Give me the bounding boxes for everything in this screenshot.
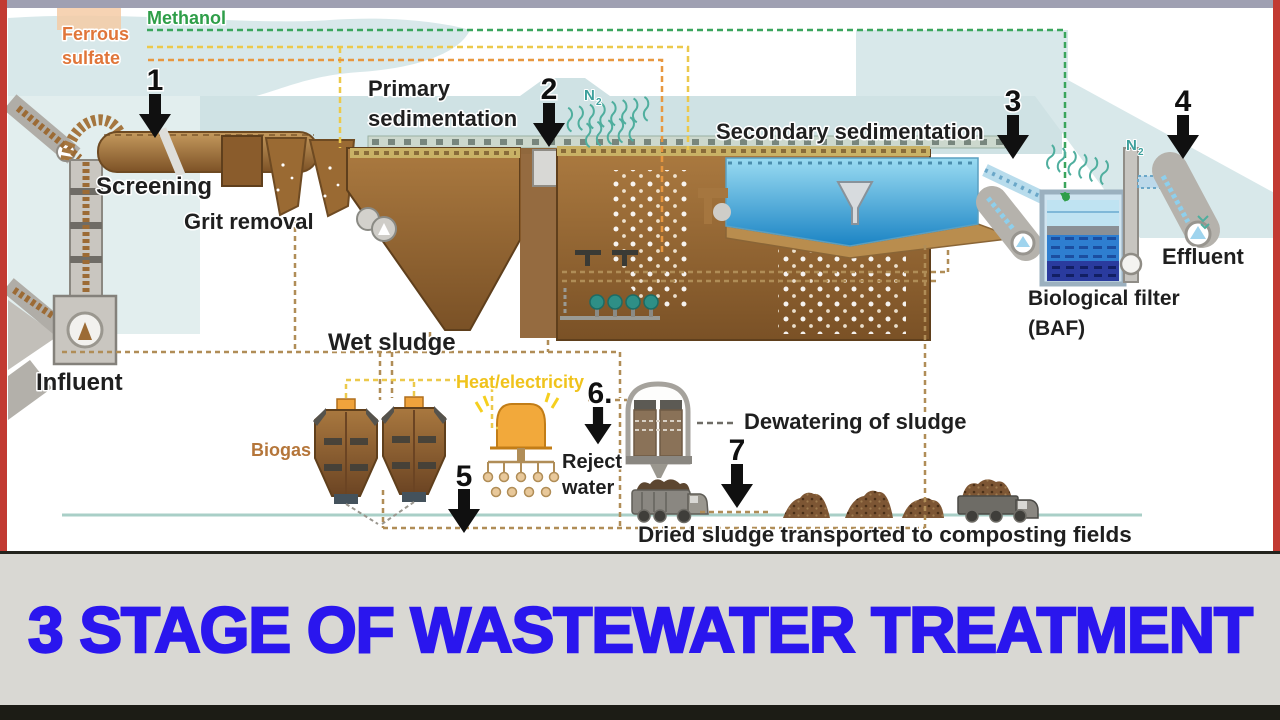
influent-label: Influent [36, 369, 123, 396]
biogas-line [344, 378, 498, 430]
primary-clarifier [346, 147, 521, 331]
step-arrows: 1 2 3 4 5 6. 7 [139, 63, 1199, 533]
wet-sludge-label: Wet sludge [328, 329, 456, 356]
title-banner: 3 STAGE OF WASTEWATER TREATMENT [0, 554, 1280, 705]
n2-offgas-right [1046, 144, 1109, 186]
step-3-number: 3 [1005, 85, 1022, 118]
n2-subscript-left: 2 [596, 97, 602, 108]
chp-generator [474, 392, 560, 498]
dewatering-unit [625, 381, 692, 478]
secondary-clarifier [562, 157, 1017, 283]
methanol-arrowhead [1060, 193, 1070, 202]
process-diagram: 1 2 3 4 5 6. 7 Methanol Ferrous sulfate … [0, 0, 1280, 551]
n2-label-right: N [1126, 137, 1137, 154]
step-7-number: 7 [729, 434, 746, 467]
sludge-piles [783, 490, 944, 518]
left-border [0, 0, 7, 551]
screening-label: Screening [96, 173, 212, 200]
digester-tank [313, 398, 379, 504]
transport-truck [957, 479, 1039, 523]
sludge-truck [631, 479, 709, 524]
methanol-label: Methanol [147, 8, 226, 28]
banner-title: 3 STAGE OF WASTEWATER TREATMENT [27, 592, 1254, 666]
wet-sludge-line [62, 218, 622, 400]
mixers [575, 250, 638, 266]
primary-sedimentation-label-line1: Primary [368, 76, 451, 101]
biological-filter-label-line1: Biological filter [1028, 287, 1180, 310]
bottom-strip [0, 705, 1280, 720]
effluent-tunnel [1152, 152, 1220, 248]
inlet-gate [520, 148, 563, 338]
reject-water-line [381, 245, 927, 530]
step-2-number: 2 [541, 73, 558, 106]
effluent-label: Effluent [1162, 244, 1245, 269]
aeration-bubbles [612, 170, 688, 308]
n2-subscript-right: 2 [1138, 147, 1144, 158]
grit-removal-tanks [221, 135, 356, 218]
grit-removal-label: Grit removal [184, 209, 314, 234]
secondary-sedimentation-label: Secondary sedimentation [716, 119, 984, 144]
dewatering-label: Dewatering of sludge [744, 409, 966, 434]
ferrous-line-yellow [147, 45, 690, 150]
ferrous-sulfate-label-line2: sulfate [62, 48, 120, 68]
step-6-number: 6. [587, 377, 612, 410]
primary-sedimentation-label-line2: sedimentation [368, 106, 517, 131]
reject-water-label-line1: Reject [562, 451, 622, 473]
effluent-drip-icon [1197, 215, 1210, 230]
biological-filter-label-line2: (BAF) [1028, 317, 1085, 340]
ferrous-line-orange [148, 58, 664, 253]
spark-icon [474, 392, 560, 413]
biogas-label: Biogas [251, 440, 311, 460]
step-5-number: 5 [456, 460, 473, 493]
step-1-number: 1 [147, 64, 164, 97]
top-bar [0, 0, 1280, 8]
digesters [313, 396, 447, 525]
biological-filter-tank [1039, 147, 1169, 287]
methanol-line [147, 28, 1067, 195]
dried-sludge-label: Dried sludge transported to composting f… [638, 522, 1132, 547]
heat-electricity-label: Heat/electricity [456, 372, 584, 392]
banner-divider [0, 551, 1280, 554]
digester-tank [381, 396, 447, 502]
influent-screw-pump [2, 94, 130, 420]
outfall-tunnel [976, 186, 1042, 261]
ferrous-sulfate-label-line1: Ferrous [62, 24, 129, 44]
step-4-number: 4 [1175, 85, 1192, 118]
reject-water-label-line2: water [561, 477, 614, 499]
right-border [1273, 0, 1280, 551]
n2-label-left: N [584, 87, 595, 104]
air-blowers [560, 288, 660, 320]
n2-offgas-left [566, 96, 650, 148]
